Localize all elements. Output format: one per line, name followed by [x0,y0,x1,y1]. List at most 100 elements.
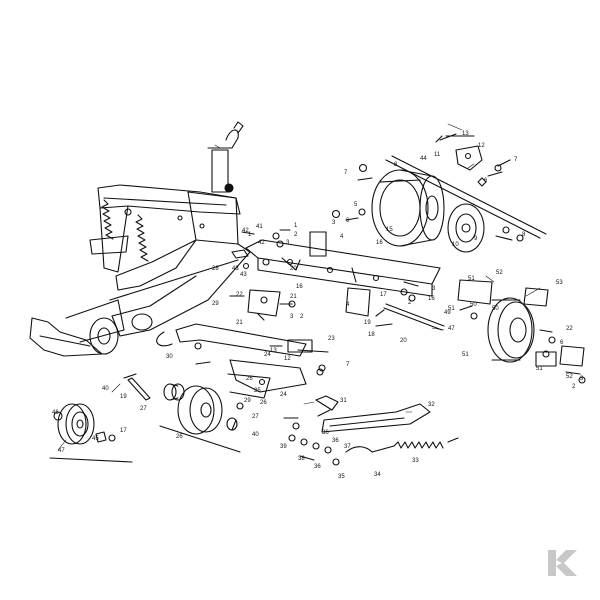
callout-number: 30 [166,354,173,360]
callout-number: 27 [140,406,147,412]
callout-number: 19 [364,320,371,326]
callout-number: 7 [346,362,350,368]
callout-number: 44 [420,156,427,162]
callout-number: 24 [280,392,287,398]
callout-number: 25 [254,388,261,394]
callout-number: 50 [470,302,477,308]
callout-number: 3 [332,220,336,226]
scraper-bar [385,135,547,239]
callout-number: 2 [300,314,304,320]
callout-number: 29 [244,398,251,404]
callout-number: 16 [428,296,435,302]
callout-number: 32 [428,402,435,408]
caster-wheel-right [383,279,585,367]
callout-number: 42 [242,228,249,234]
callout-number: 4 [340,234,344,240]
callout-number: 35 [338,474,345,480]
callout-number: 23 [328,336,335,342]
callout-number: 18 [368,332,375,338]
lower-wheels [49,373,241,463]
callout-number: 49 [444,310,451,316]
callout-number: 33 [412,458,419,464]
callout-number: 22 [236,292,243,298]
callout-number: 38 [298,456,305,462]
main-frame [29,121,251,357]
callout-number: 13 [270,348,277,354]
spring-assembly [315,395,459,453]
callout-number: 2 [572,384,576,390]
callout-number: 28 [212,266,219,272]
callout-number: 37 [344,444,351,450]
callout-number: 3 [580,376,584,382]
callout-number: 36 [314,464,321,470]
callout-number: 1 [248,232,252,238]
callout-number: 26 [246,376,253,382]
callout-number: 51 [468,276,475,282]
callout-number: 22 [566,326,573,332]
callout-number: 47 [448,326,455,332]
callout-number: 5 [354,202,358,208]
callout-number: 3 [286,240,290,246]
callout-number: 24 [264,352,271,358]
k-brand-logo-icon [548,550,577,576]
callout-number: 21 [236,320,243,326]
callout-number: 40 [102,386,109,392]
callout-number: 45 [92,436,99,442]
callout-number: 15 [386,227,393,233]
drum-wheel [371,169,485,253]
callout-number: 13 [462,131,469,137]
callout-number: 12 [284,356,291,362]
callout-number: 6 [484,178,488,184]
callout-number: 42 [258,240,265,246]
callout-number: 3 [432,286,436,292]
callout-number: 29 [212,301,219,307]
callout-number: 7 [514,157,518,163]
callout-number: 52 [566,374,573,380]
callout-number: 1 [294,223,298,229]
callout-number: 19 [120,394,127,400]
callout-number: 20 [290,266,297,272]
callout-number: 6 [346,218,350,224]
callout-number: 31 [340,398,347,404]
callout-number: 2 [294,232,298,238]
callout-number: 43 [232,266,239,272]
callout-number: 52 [496,270,503,276]
callout-number: 16 [296,284,303,290]
axle-beam [231,231,441,317]
callout-number: 51 [448,306,455,312]
callout-number: 41 [256,224,263,230]
callout-number: 17 [380,292,387,298]
callout-number: 53 [556,280,563,286]
callout-number: 40 [252,432,259,438]
callout-number: 51 [462,352,469,358]
callout-number: 34 [374,472,381,478]
callout-number: 7 [344,170,348,176]
callout-number: 50 [492,306,499,312]
callout-number: 12 [478,143,485,149]
callout-number: 11 [434,152,441,158]
callout-number: 47 [58,448,65,454]
callout-number: 8 [394,162,398,168]
callout-number: 2 [408,300,412,306]
callout-number: 27 [252,414,259,420]
callout-number: 51 [536,366,543,372]
leader-lines [57,123,541,451]
callout-number: 3 [290,314,294,320]
callout-number: 26 [176,434,183,440]
callout-number: 20 [400,338,407,344]
callout-number: 43 [240,272,247,278]
callout-number: 17 [120,428,127,434]
callout-number: 46 [52,410,59,416]
callout-number: 36 [332,438,339,444]
callout-number: 10 [452,242,459,248]
callout-number: 9 [474,236,478,242]
callout-number: 26 [260,400,267,406]
callout-number: 36 [322,430,329,436]
callout-number: 16 [376,240,383,246]
linkage-plates [156,323,329,399]
fasteners [108,133,586,466]
callout-number: 21 [290,294,297,300]
callout-number: 8 [522,232,526,238]
callout-labels: 1312117644785151691086341234142421434320… [52,131,584,480]
